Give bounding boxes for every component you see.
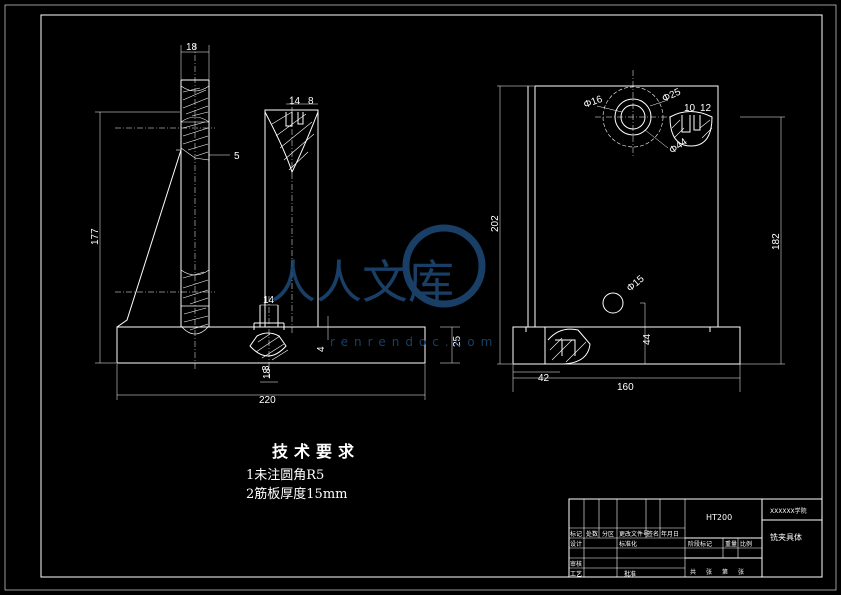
dim-slot-top: 14 bbox=[263, 295, 275, 306]
tb-label-stage: 阶段标记 bbox=[688, 540, 712, 548]
tb-label-mark: 标记 bbox=[570, 530, 582, 538]
dim-d16: Φ16 bbox=[582, 94, 604, 111]
front-rib bbox=[116, 149, 182, 328]
title-block: HT200 XXXXXX学院 铣夹具体 标记 处数 分区 更改文件号 签名 年月… bbox=[568, 498, 823, 578]
dim-base-width: 220 bbox=[259, 395, 276, 406]
dim-top-width: 18 bbox=[186, 42, 198, 53]
note-item-1: 1未注圆角R5 bbox=[246, 468, 324, 483]
tb-label-review: 审核 bbox=[570, 560, 582, 568]
tb-school: XXXXXX学院 bbox=[770, 507, 807, 515]
dim-height-202: 202 bbox=[490, 215, 501, 232]
watermark-brand: 人人文库 bbox=[270, 255, 454, 309]
dim-side-slot: 14 bbox=[289, 96, 301, 107]
tb-label-sign: 签名 bbox=[647, 530, 659, 538]
tb-label-page: 第 bbox=[722, 568, 728, 576]
watermark: 人人文库 renrendoc.com bbox=[270, 224, 498, 349]
dim-height-177: 177 bbox=[90, 228, 101, 245]
dim-slot-depth: 3 bbox=[261, 365, 272, 371]
tb-label-zone: 分区 bbox=[602, 530, 614, 538]
tb-label-scale: 比例 bbox=[740, 540, 752, 548]
note-item-2: 2筋板厚度15mm bbox=[246, 486, 347, 502]
dim-slot-x: 42 bbox=[538, 373, 550, 384]
watermark-url: renrendoc.com bbox=[330, 335, 498, 349]
right-view: 202 182 160 42 44 Φ15 Φ16 Φ25 Φ44 10 12 bbox=[490, 70, 785, 393]
front-view: 18 5 177 220 25 14 18 3 4 bbox=[90, 42, 463, 406]
dim-width-160: 160 bbox=[617, 382, 634, 393]
tb-label-date: 年月日 bbox=[661, 530, 679, 538]
right-base bbox=[512, 326, 741, 365]
tb-label-standard: 标准化 bbox=[619, 540, 637, 548]
dim-slot-bottom: 18 bbox=[262, 367, 273, 379]
dim-base-height: 25 bbox=[452, 335, 463, 347]
notes-title: 技术要求 bbox=[272, 442, 360, 461]
sheet-inner-border bbox=[40, 14, 823, 578]
tb-label-approve: 批准 bbox=[624, 570, 636, 578]
dim-w12: 12 bbox=[700, 103, 712, 114]
tb-label-sheet: 张 bbox=[706, 568, 712, 576]
front-base-slot bbox=[249, 305, 287, 357]
dim-fillet: 5 bbox=[234, 151, 240, 162]
dim-side-slot-b: 8 bbox=[308, 96, 314, 107]
dim-hole-d15: Φ15 bbox=[625, 273, 647, 294]
tb-material: HT200 bbox=[706, 513, 732, 522]
dim-rib-step: 4 bbox=[316, 346, 327, 352]
tb-label-docno: 更改文件号 bbox=[619, 530, 649, 538]
tb-label-design: 设计 bbox=[570, 540, 582, 548]
dim-d44: Φ44 bbox=[667, 136, 689, 156]
tb-part-name: 铣夹具体 bbox=[770, 532, 802, 542]
tb-label-total: 共 bbox=[690, 568, 696, 576]
dim-w10: 10 bbox=[684, 103, 696, 114]
dim-d25: Φ25 bbox=[661, 86, 683, 104]
watermark-logo-ring bbox=[402, 224, 486, 308]
tb-label-process: 工艺 bbox=[570, 570, 582, 578]
right-upright bbox=[525, 85, 719, 332]
sheet-outer-border bbox=[4, 4, 837, 591]
tb-label-weight: 重量 bbox=[725, 540, 737, 548]
technical-notes: 技术要求 1未注圆角R5 2筋板厚度15mm bbox=[246, 442, 360, 502]
side-view: 14 8 bbox=[264, 96, 319, 334]
side-rib-outline bbox=[264, 109, 319, 328]
tb-label-count: 处数 bbox=[586, 530, 598, 538]
dim-height-182: 182 bbox=[771, 233, 782, 250]
dim-hole-y: 44 bbox=[642, 333, 653, 345]
hole-d15 bbox=[602, 292, 624, 314]
tb-label-page-unit: 张 bbox=[738, 568, 744, 576]
